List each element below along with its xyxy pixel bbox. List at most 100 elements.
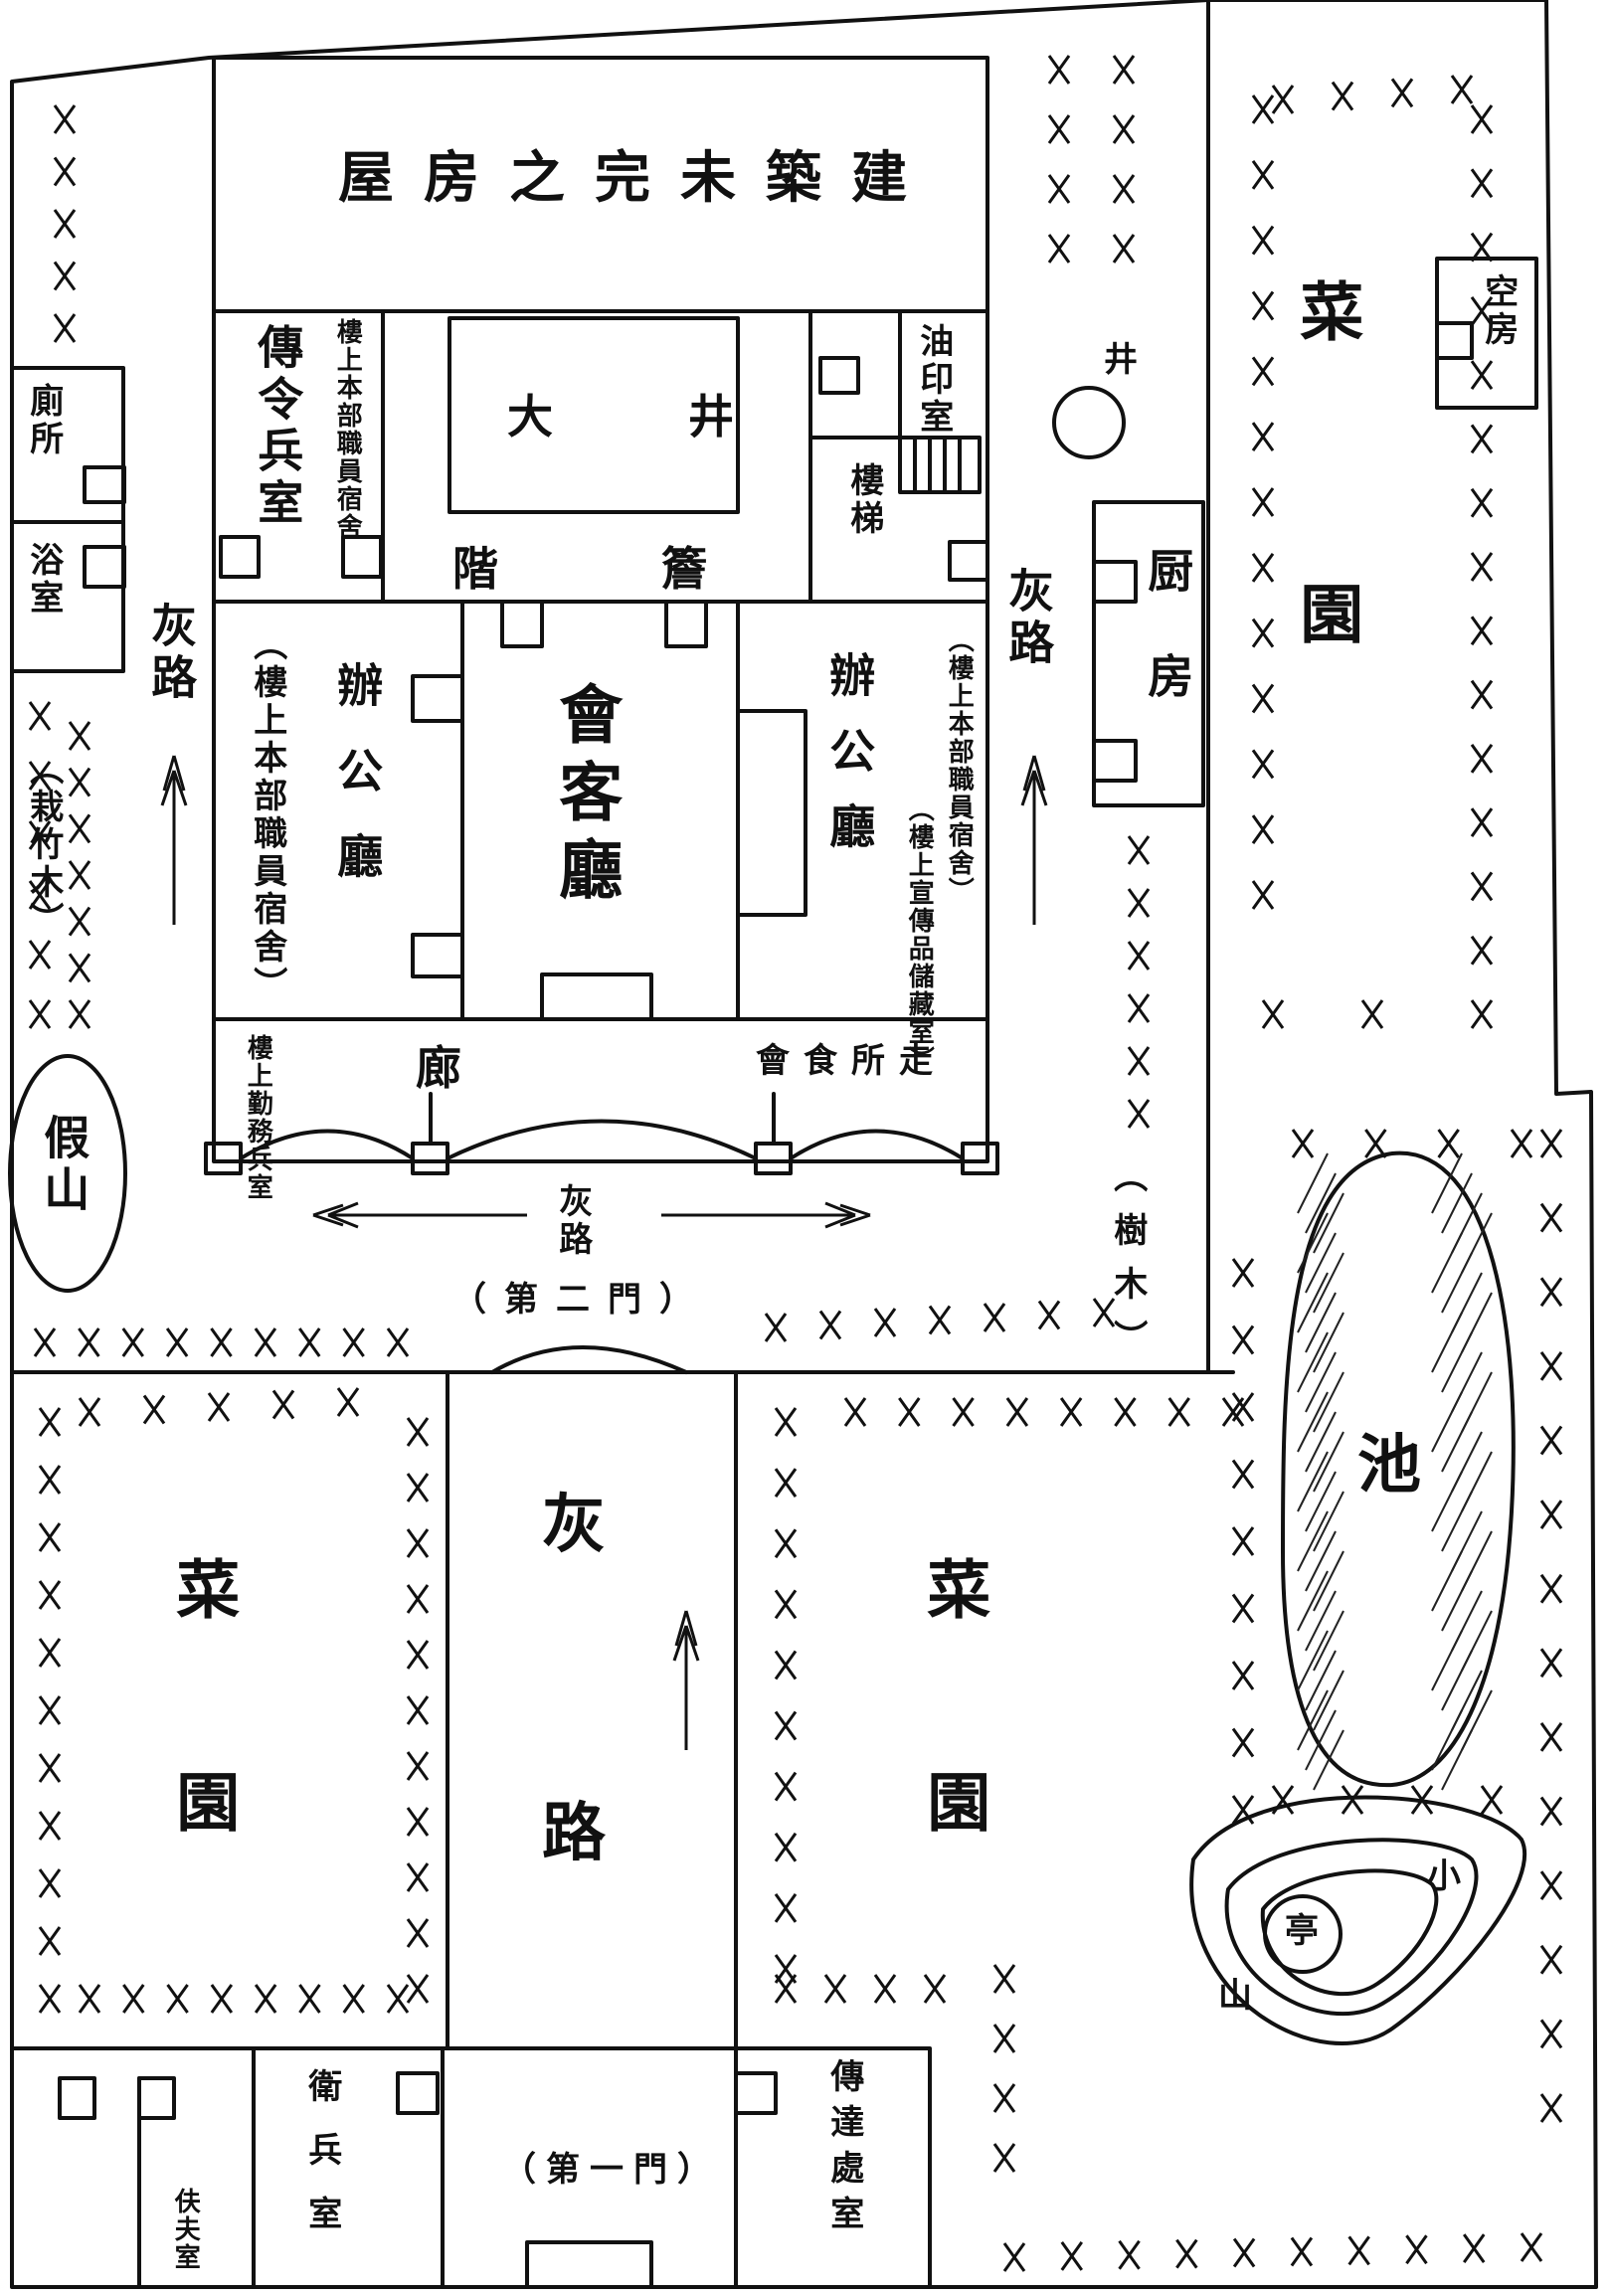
pond-hatch xyxy=(1441,1650,1473,1711)
pond-hatch xyxy=(1431,1630,1463,1691)
messenger-room-label: 傳令兵室 xyxy=(251,323,305,530)
tree-marker xyxy=(1480,1785,1504,1815)
tree-marker xyxy=(1231,1727,1255,1758)
tree-marker xyxy=(774,1710,798,1741)
tree-marker xyxy=(1251,749,1275,780)
second-gate-label: （第二門） xyxy=(452,1280,711,1320)
tree-marker xyxy=(53,156,77,187)
tree-marker xyxy=(166,1984,189,2014)
tree-marker xyxy=(1251,422,1275,452)
tree-marker xyxy=(28,701,52,731)
pond-hatch xyxy=(1305,1530,1337,1592)
tree-marker xyxy=(1118,2239,1141,2270)
pond-hatch xyxy=(1313,1371,1344,1433)
tree-marker xyxy=(1470,168,1494,199)
tree-marker xyxy=(774,1650,798,1680)
tree-marker xyxy=(1470,935,1494,966)
hill-label-2: 山 xyxy=(1218,1976,1256,2016)
tree-marker xyxy=(298,1327,321,1357)
tree-marker xyxy=(923,1974,947,2004)
duty-room-label: 樓上勤務兵室 xyxy=(243,1034,273,1201)
tree-marker xyxy=(1520,2232,1543,2262)
tree-marker xyxy=(873,1308,897,1337)
pond-hatch xyxy=(1297,1689,1329,1751)
pond-hatch xyxy=(1431,1152,1463,1214)
tree-marker xyxy=(1470,552,1494,582)
tree-marker xyxy=(774,1528,798,1559)
tree-marker xyxy=(38,1407,62,1437)
tree-marker xyxy=(1539,1648,1563,1678)
pond-hatch xyxy=(1297,1152,1329,1214)
pond-hatch xyxy=(1441,1570,1473,1632)
tree-marker xyxy=(1127,941,1151,971)
tree-marker xyxy=(774,1468,798,1498)
tree-marker xyxy=(121,1327,144,1357)
tree-marker xyxy=(1231,1325,1255,1355)
tree-marker xyxy=(1251,290,1275,321)
tree-marker xyxy=(254,1327,277,1357)
hill-outline xyxy=(1189,1795,1527,2045)
tree-marker xyxy=(68,813,91,844)
hill-label-1: 小 xyxy=(1427,1856,1465,1896)
tree-marker xyxy=(406,1528,430,1558)
tree-marker xyxy=(1539,1796,1563,1827)
tree-marker xyxy=(28,761,52,791)
tree-marker xyxy=(406,1695,430,1725)
tree-marker xyxy=(38,1811,62,1841)
tree-marker xyxy=(1251,94,1275,124)
pond-hatch xyxy=(1431,1550,1463,1612)
tree-marker xyxy=(1539,1500,1563,1529)
tree-marker xyxy=(406,1918,430,1948)
tree-marker xyxy=(1251,225,1275,256)
porter-room-label: 伕夫室 xyxy=(170,2188,201,2271)
first-gate-label: （第一門） xyxy=(502,2150,721,2190)
tree-marker xyxy=(38,1753,62,1783)
tree-marker xyxy=(68,767,91,797)
tree-marker xyxy=(28,820,52,850)
tree-marker xyxy=(342,1327,365,1357)
pond-hatch xyxy=(1313,1610,1344,1672)
tree-marker xyxy=(1271,1785,1295,1815)
tree-marker xyxy=(53,104,77,134)
pond-hatch xyxy=(1297,1331,1329,1393)
tree-marker xyxy=(1341,1785,1364,1815)
tree-marker xyxy=(1231,1392,1255,1422)
tree-marker xyxy=(122,1984,145,2014)
tree-marker xyxy=(68,721,91,751)
main-compound xyxy=(212,309,989,1163)
tree-marker xyxy=(298,1984,321,2014)
tree-marker xyxy=(1470,360,1494,391)
pavilion-label: 亭 xyxy=(1285,1911,1323,1951)
path-left-label: 灰路 xyxy=(144,602,199,705)
tree-marker xyxy=(818,1310,842,1340)
tree-marker xyxy=(1539,1202,1563,1233)
tree-marker xyxy=(38,1522,62,1552)
tree-marker xyxy=(406,1751,430,1781)
office-right-note-2: （樓上宣傳品儲藏室） xyxy=(904,795,935,1074)
tree-marker xyxy=(38,1580,62,1610)
eaves-label: 簷 xyxy=(661,542,713,596)
tree-marker xyxy=(1470,807,1494,838)
tree-marker xyxy=(406,1640,430,1670)
veg-garden-s-label: 菜園 xyxy=(916,1556,991,1982)
tree-marker xyxy=(1437,1129,1460,1158)
tree-marker xyxy=(38,1465,62,1495)
well-circle xyxy=(1052,386,1126,459)
tree-marker xyxy=(28,940,52,970)
tree-marker xyxy=(774,1832,798,1862)
pond-hatch xyxy=(1297,1570,1329,1632)
tree-marker xyxy=(1331,81,1354,111)
mimeo-room-label: 油印室 xyxy=(913,323,954,437)
veg-garden-sw-label: 菜園 xyxy=(165,1556,241,1982)
path-center-label: 灰路 xyxy=(552,1183,593,1259)
tree-marker xyxy=(38,1695,62,1725)
tree-marker xyxy=(53,209,77,239)
tree-marker xyxy=(1047,55,1071,85)
tree-marker xyxy=(1539,1350,1563,1381)
tree-marker xyxy=(1271,85,1295,114)
pond-hatch xyxy=(1441,1729,1473,1791)
pond-hatch xyxy=(1441,1172,1473,1234)
pond-hatch xyxy=(1305,1172,1337,1234)
empty-room-label: 空房 xyxy=(1478,273,1519,349)
tree-marker xyxy=(1539,1425,1563,1456)
